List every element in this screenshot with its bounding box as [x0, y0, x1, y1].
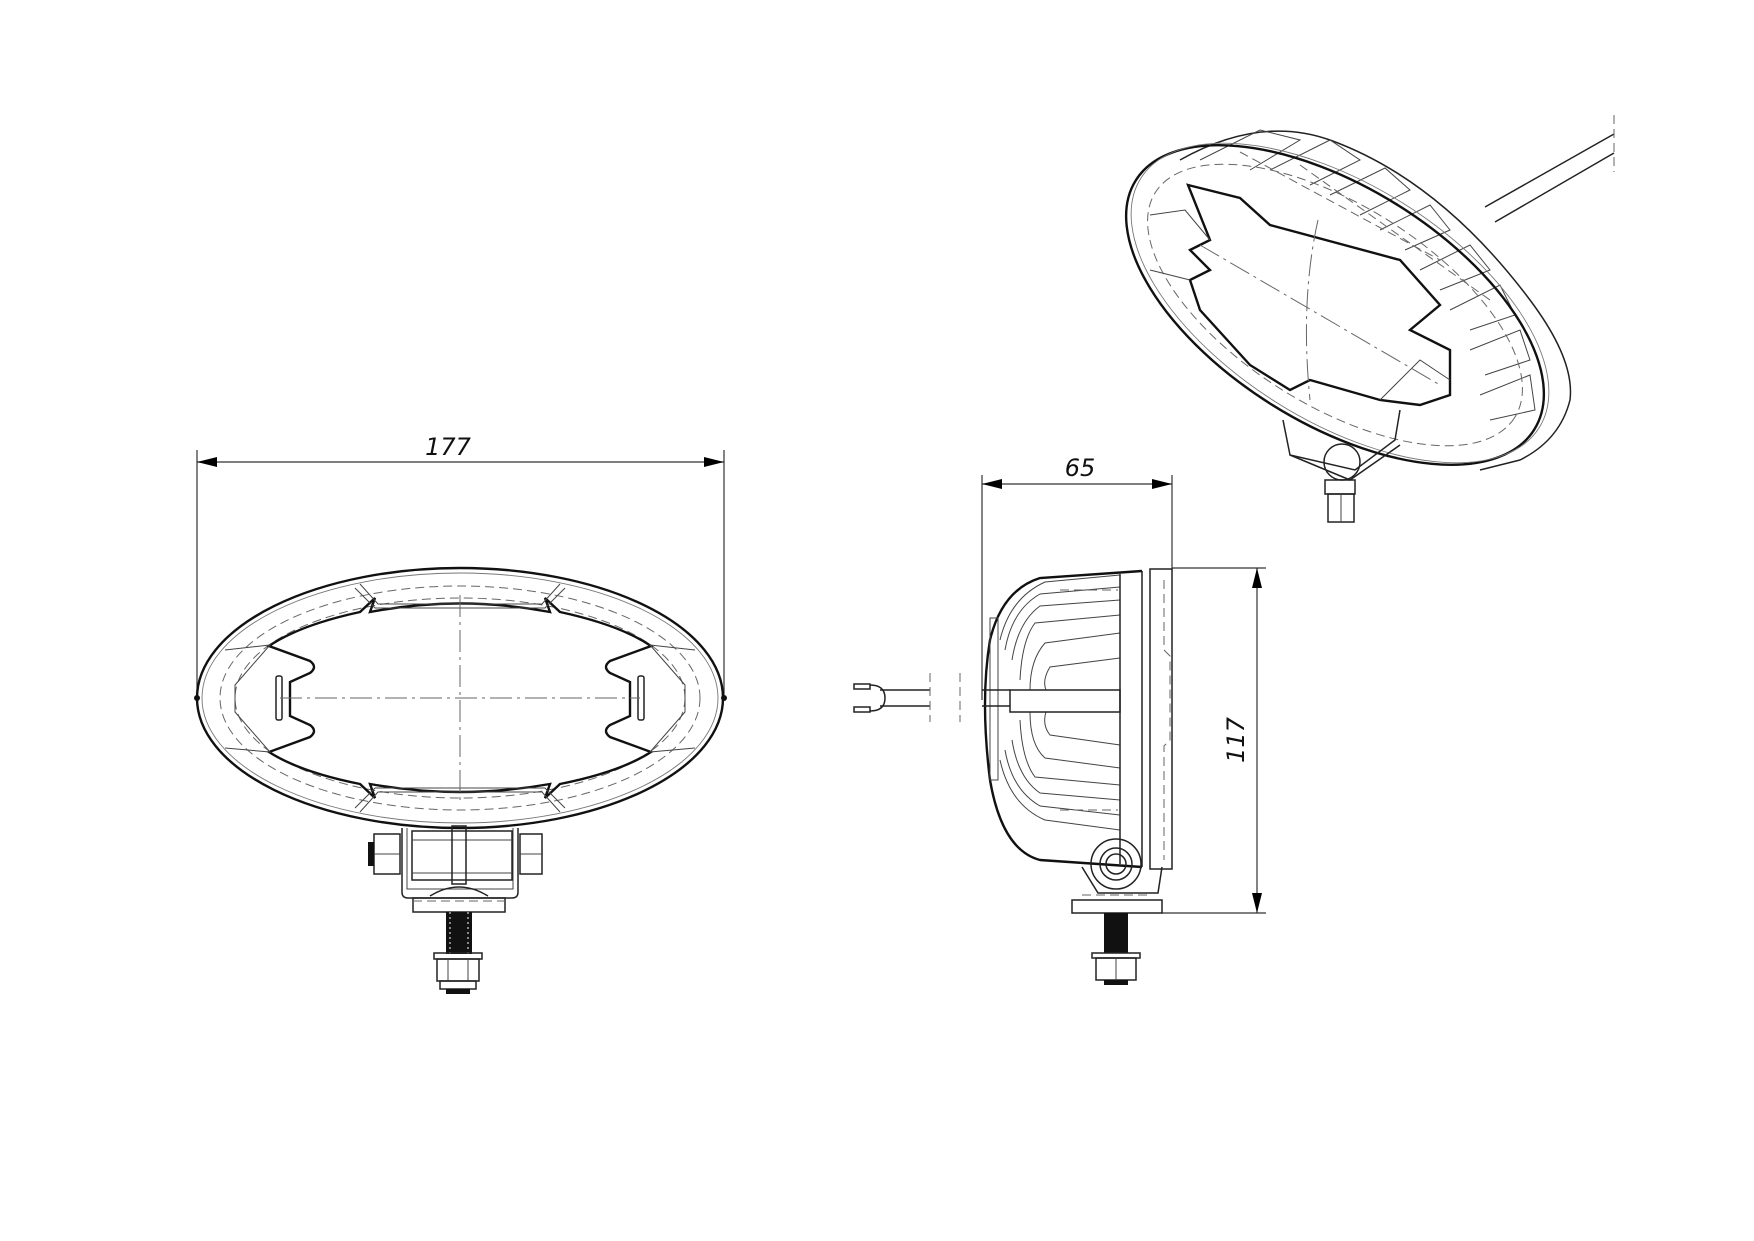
dimension-height-label: 117 — [1222, 716, 1250, 763]
dimension-depth: 65 — [981, 454, 1173, 700]
side-cable — [853, 673, 1010, 722]
front-view: 177 — [194, 433, 727, 994]
iso-bracket — [1282, 409, 1401, 523]
isometric-view — [1124, 115, 1615, 523]
side-mount — [1071, 838, 1163, 985]
dimension-depth-label: 65 — [1065, 454, 1096, 482]
front-bracket — [368, 825, 543, 994]
dimension-width: 177 — [196, 433, 725, 700]
dimension-height: 117 — [1162, 567, 1266, 914]
side-view: 65 117 — [853, 454, 1266, 985]
dimension-width-label: 177 — [425, 433, 472, 461]
